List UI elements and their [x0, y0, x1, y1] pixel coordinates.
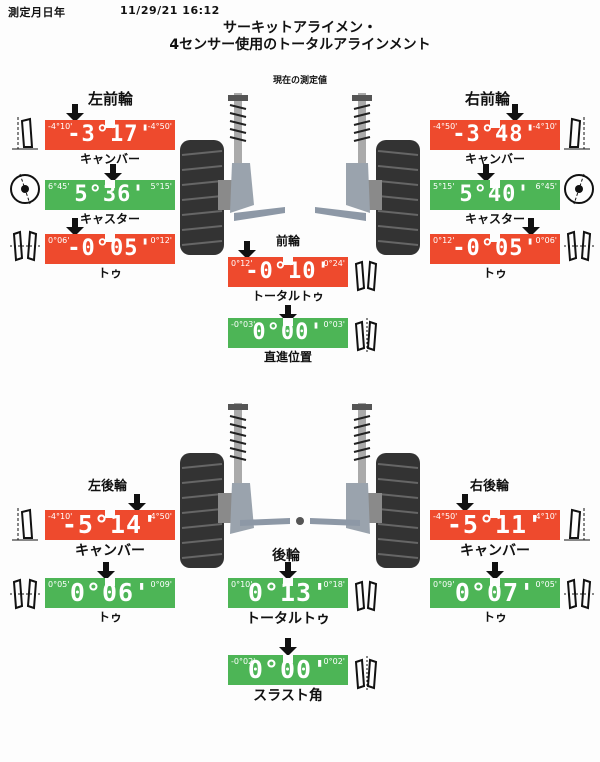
measured-value: 0°07' [454, 578, 536, 607]
measured-value: 5°40' [459, 182, 531, 207]
front-left-camber-gauge: -4°10' -4°50' -3°17' キャンバー [45, 120, 175, 166]
range-max: -4°10' [532, 512, 557, 521]
gauge-caption: キャンバー [75, 543, 145, 559]
front-right-toe-gauge: 0°12' 0°06' -0°05' トゥ [430, 234, 560, 280]
toe-diagram-icon [10, 578, 40, 610]
measured-value: -0°05' [452, 236, 538, 261]
gauge-caption: スラスト角 [253, 688, 323, 704]
datetime: 11/29/21 16:12 [120, 4, 220, 17]
date-label: 測定月日年 [8, 6, 66, 19]
gauge-caption: キャスター [79, 212, 140, 226]
rear-right-camber-gauge: -4°50' -4°10' -5°11' キャンバー [430, 510, 560, 559]
range-max: 0°24' [323, 259, 345, 268]
total-toe-diagram-icon [354, 580, 378, 612]
range-max: -4°50' [147, 512, 172, 521]
toe-diagram-icon [564, 578, 594, 610]
measured-value: -0°10' [245, 259, 331, 284]
front-total-toe-gauge: 0°12' 0°24' -0°10' トータルトゥ [228, 257, 348, 303]
camber-diagram-icon [564, 117, 590, 150]
range-max: 0°06' [535, 236, 557, 245]
front-left-toe-gauge: 0°06' 0°12' -0°05' トゥ [45, 234, 175, 280]
range-max: 0°02' [323, 657, 345, 666]
range-min: 6°45' [48, 182, 70, 191]
rear-suspension-illustration [180, 403, 420, 568]
rear-left-camber-gauge: -4°10' -4°50' -5°14' キャンバー [45, 510, 175, 559]
range-min: -4°10' [48, 122, 73, 131]
gauge-caption: トータルトゥ [251, 289, 324, 303]
rear-right-toe-gauge: 0°09' 0°05' 0°07' トゥ [430, 578, 560, 624]
gauge-caption: キャスター [464, 212, 525, 226]
page-title-line2: 4センサー使用のトータルアラインメント [169, 37, 431, 53]
gauge-caption: キャンバー [460, 543, 530, 559]
range-max: 5°15' [150, 182, 172, 191]
range-max: 0°03' [323, 320, 345, 329]
current-measurement-label: 現在の測定値 [272, 76, 327, 86]
range-min: 0°05' [48, 580, 70, 589]
range-min: 0°06' [48, 236, 70, 245]
gauge-caption: トータルトゥ [246, 611, 330, 627]
gauge-caption: トゥ [482, 266, 507, 280]
gauge-caption: 直進位置 [263, 350, 312, 364]
measured-value: 0°00' [252, 320, 324, 345]
front-right-wheel-label: 右前輪 [465, 90, 511, 108]
measured-value: -5°11' [446, 510, 544, 539]
measured-value: -3°48' [452, 122, 538, 147]
front-suspension-illustration [180, 93, 420, 255]
caster-diagram-icon [564, 173, 594, 205]
measured-value: -3°17' [67, 122, 153, 147]
gauge-caption: キャンバー [79, 152, 140, 166]
front-left-caster-gauge: 6°45' 5°15' 5°36' キャスター [45, 180, 175, 226]
front-right-caster-gauge: 5°15' 6°45' 5°40' キャスター [430, 180, 560, 226]
gauge-caption: キャンバー [464, 152, 525, 166]
range-min: -4°50' [433, 122, 458, 131]
range-min: 5°15' [433, 182, 455, 191]
measured-value: 5°36' [74, 182, 146, 207]
gauge-caption: トゥ [97, 266, 122, 280]
range-max: -4°50' [147, 122, 172, 131]
thrust-angle-diagram-icon [354, 656, 378, 692]
toe-diagram-icon [564, 230, 594, 262]
range-max: 0°09' [150, 580, 172, 589]
thrust-angle-gauge: -0°02' 0°02' 0°00' スラスト角 [228, 655, 348, 704]
range-max: 0°18' [323, 580, 345, 589]
measured-value: -5°14' [61, 510, 159, 539]
range-min: -0°02' [231, 657, 256, 666]
front-right-camber-gauge: -4°50' -4°10' -3°48' キャンバー [430, 120, 560, 166]
measured-value: 0°00' [247, 655, 329, 684]
toe-diagram-icon [10, 230, 40, 262]
gauge-caption: トゥ [482, 610, 507, 624]
range-min: 0°12' [231, 259, 253, 268]
total-toe-diagram-icon [354, 260, 378, 292]
measured-value: 0°06' [69, 578, 151, 607]
range-min: 0°10' [231, 580, 253, 589]
range-max: 0°12' [150, 236, 172, 245]
rear-left-toe-gauge: 0°05' 0°09' 0°06' トゥ [45, 578, 175, 624]
rear-right-wheel-label: 右後輪 [470, 479, 510, 494]
straight-ahead-gauge: -0°03' 0°03' 0°00' 直進位置 [228, 318, 348, 364]
rear-axle-label: 後輪 [272, 548, 300, 564]
range-max: 0°05' [535, 580, 557, 589]
camber-diagram-icon [12, 117, 38, 150]
range-min: 0°12' [433, 236, 455, 245]
page-title-line1: サーキットアライメン・ [223, 20, 377, 36]
gauge-caption: トゥ [97, 610, 122, 624]
rear-left-wheel-label: 左後輪 [88, 479, 128, 494]
measured-value: -0°05' [67, 236, 153, 261]
front-left-wheel-label: 左前輪 [88, 90, 134, 108]
range-max: -4°10' [532, 122, 557, 131]
camber-diagram-icon [12, 508, 38, 541]
measured-value: 0°13' [247, 578, 329, 607]
range-min: 0°09' [433, 580, 455, 589]
caster-diagram-icon [10, 173, 40, 205]
range-min: -0°03' [231, 320, 256, 329]
camber-diagram-icon [564, 508, 590, 541]
range-min: -4°50' [433, 512, 458, 521]
range-min: -4°10' [48, 512, 73, 521]
straight-ahead-diagram-icon [354, 318, 378, 352]
range-max: 6°45' [535, 182, 557, 191]
rear-total-toe-gauge: 0°10' 0°18' 0°13' トータルトゥ [228, 578, 348, 627]
front-axle-label: 前輪 [276, 234, 301, 248]
